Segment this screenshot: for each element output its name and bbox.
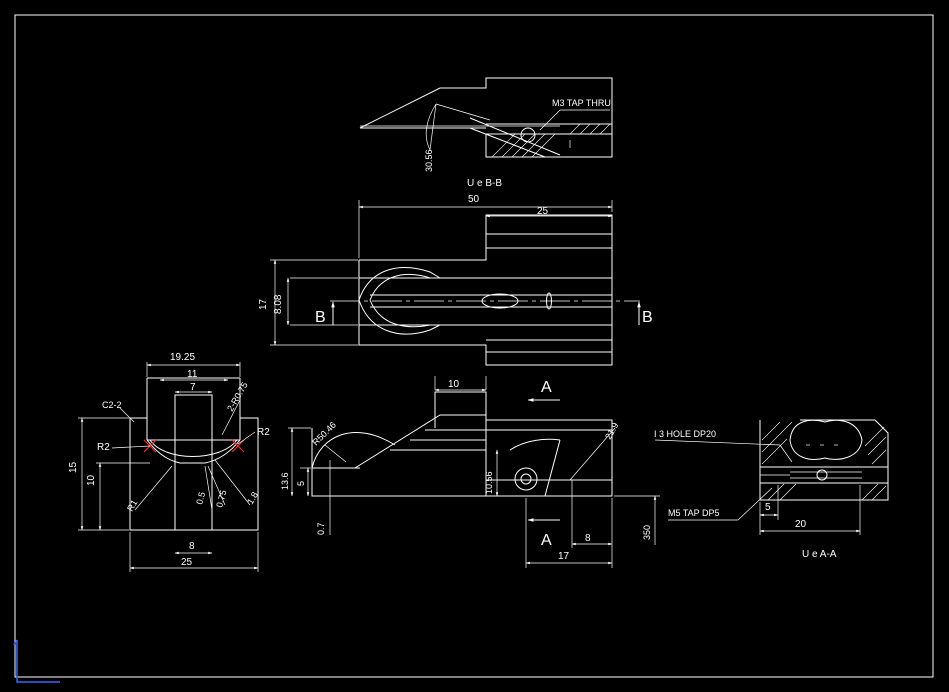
left-dim-h10: 10	[86, 474, 97, 486]
front-dim-17: 17	[558, 551, 570, 562]
front-dim-top10: 10	[448, 379, 460, 390]
ucs-icon	[13, 639, 60, 683]
top-dim-inner: 8.08	[273, 294, 284, 314]
left-d1: 0.5	[194, 491, 207, 506]
aa-view-title: U e A-A	[802, 549, 837, 560]
left-dim-h15: 15	[68, 461, 79, 473]
top-dim-right: 25	[537, 206, 549, 217]
front-dim-136: 13.6	[280, 472, 290, 490]
front-dim-1056: 10.56	[484, 471, 494, 494]
left-dim-mid: 11	[187, 369, 198, 380]
left-r-right: R2	[257, 427, 270, 438]
left-d2: 0.75	[214, 489, 228, 509]
left-dim-b25: 25	[181, 557, 193, 568]
front-r-arc: R50.46	[310, 420, 338, 448]
left-chamfer: C2-2	[102, 400, 122, 410]
drawing-border	[14, 14, 934, 678]
top-section-label-left: B	[315, 309, 326, 326]
bb-tap-note: M3 TAP THRU	[552, 98, 611, 108]
left-r-left: R2	[97, 442, 110, 453]
top-dim-height: 17	[258, 298, 269, 310]
aa-dim-5: 5	[765, 502, 771, 513]
front-section-label-bottom: A	[541, 532, 552, 549]
top-section-label-right: B	[642, 309, 653, 326]
bb-view-title: U e B-B	[467, 178, 502, 189]
left-dim-b8: 8	[189, 541, 195, 552]
aa-tap-note: M5 TAP DP5	[668, 508, 720, 518]
front-view[interactable]: A A 10 R50.46 13.6 5 0.7 10.56 21.9 17 8…	[280, 376, 660, 568]
section-b-b-view[interactable]: M3 TAP THRU 30.56 U e B-B	[359, 77, 613, 189]
top-dim-overall: 50	[468, 194, 480, 205]
top-view[interactable]: 50 25 17 8.08 B B	[258, 194, 653, 366]
aa-dim-20: 20	[795, 519, 807, 530]
bb-angle-dim: 30.56	[424, 149, 434, 172]
left-dim-top: 19.25	[170, 352, 195, 363]
left-dim-inner: 7	[190, 382, 196, 393]
front-dim-8: 8	[585, 533, 591, 544]
front-dim-350: 350	[642, 525, 652, 540]
front-section-label-top: A	[541, 379, 552, 396]
section-a-a-view[interactable]: I 3 HOLE DP20 M5 TAP DP5 5 20 U e A-A	[654, 419, 889, 560]
front-dim-219: 21.9	[603, 421, 620, 441]
left-note-2r: 2-R0.75	[225, 380, 250, 413]
front-dim-07: 0.7	[316, 522, 326, 535]
aa-hole-note: I 3 HOLE DP20	[654, 429, 716, 439]
left-r1: R1	[125, 498, 139, 513]
left-view[interactable]: 19.25 11 7 15 10 C2-2 2-R0.75 R2 R2 R1 0…	[68, 352, 270, 572]
front-dim-5: 5	[296, 481, 306, 486]
